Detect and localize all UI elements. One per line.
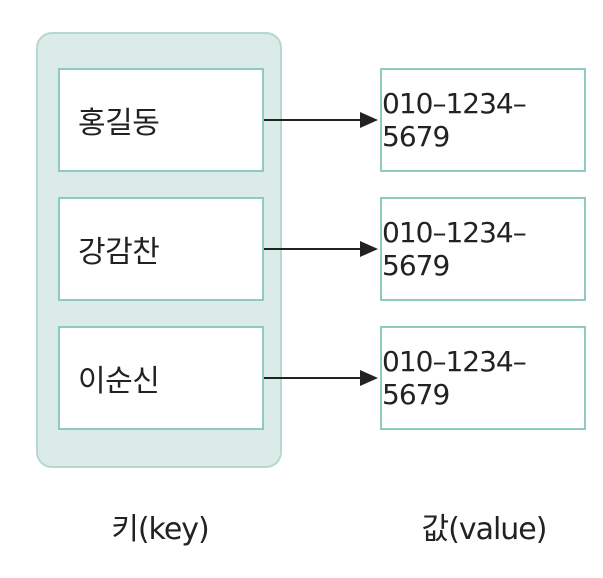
- key-label: 홍길동: [78, 106, 160, 141]
- key-caption: 키(key): [111, 512, 210, 547]
- value-label: 010–1234–5679: [382, 87, 527, 153]
- value-box-1: 010–1234–5679: [380, 68, 586, 172]
- key-label: 이순신: [78, 364, 160, 399]
- arrow-icon: [264, 370, 378, 386]
- arrow-icon: [264, 241, 378, 257]
- key-label: 강감찬: [78, 235, 160, 270]
- value-label: 010–1234–5679: [382, 345, 527, 411]
- value-box-3: 010–1234–5679: [380, 326, 586, 430]
- arrow-icon: [264, 112, 378, 128]
- value-caption: 값(value): [421, 512, 548, 547]
- value-box-2: 010–1234–5679: [380, 197, 586, 301]
- key-box-2: 강감찬: [58, 197, 264, 301]
- value-label: 010–1234–5679: [382, 216, 527, 282]
- key-box-3: 이순신: [58, 326, 264, 430]
- key-box-1: 홍길동: [58, 68, 264, 172]
